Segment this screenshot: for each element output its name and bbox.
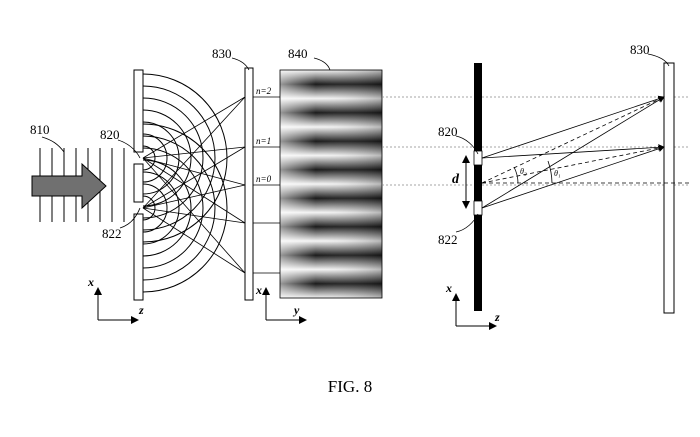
angle-arc-theta1	[547, 160, 553, 184]
ref-830-left: 830	[212, 46, 232, 61]
spacing-label-d: d	[452, 172, 460, 187]
incident-arrow	[31, 162, 107, 210]
diffraction-rays-left	[142, 96, 246, 274]
axes-screen-xy	[262, 287, 307, 324]
interference-pattern-840	[279, 69, 383, 299]
axis-z-left: z	[138, 303, 144, 317]
axis-y-screen: y	[292, 303, 300, 317]
leader-810	[41, 136, 65, 153]
axes-right-xz	[452, 293, 497, 330]
dashed-center-rays	[481, 96, 690, 184]
figure-caption: FIG. 8	[328, 377, 372, 396]
ref-822-left: 822	[102, 226, 122, 241]
order-lines-left	[253, 96, 280, 274]
angle-label-theta1: θ₁	[554, 169, 561, 178]
ref-810: 810	[30, 122, 50, 137]
wavefronts-slit-822	[142, 123, 228, 293]
ref-840: 840	[288, 46, 308, 61]
leader-820	[117, 139, 141, 159]
angle-arc-theta2	[513, 166, 519, 184]
order-label-n1: n=1	[256, 136, 271, 146]
axis-x-left: x	[87, 275, 94, 289]
incident-wave-810	[31, 148, 125, 222]
axis-z-right: z	[494, 310, 500, 324]
axis-x-right: x	[445, 281, 452, 295]
order-label-n0: n=0	[256, 174, 272, 184]
axis-x-screen: x	[255, 283, 262, 297]
leader-822-right	[455, 213, 479, 233]
leader-840	[313, 57, 331, 71]
ref-820-left: 820	[100, 127, 120, 142]
ref-820-right: 820	[438, 124, 458, 139]
dotted-reference-lines	[382, 96, 690, 186]
slit-plate-right	[473, 63, 483, 311]
leader-830-left	[231, 57, 250, 71]
leader-830-right	[647, 53, 670, 67]
leader-822	[119, 207, 141, 229]
axes-left-xz	[94, 287, 139, 324]
angle-label-theta2: θ₂	[520, 167, 527, 176]
screen-830-right	[663, 62, 675, 314]
slit-barrier	[133, 69, 144, 301]
screen-830-left	[244, 67, 254, 301]
rays-right	[481, 95, 665, 209]
leader-820-right	[455, 135, 479, 155]
ref-830-right: 830	[630, 42, 650, 57]
ref-822-right: 822	[438, 232, 458, 247]
order-label-n2: n=2	[256, 86, 272, 96]
